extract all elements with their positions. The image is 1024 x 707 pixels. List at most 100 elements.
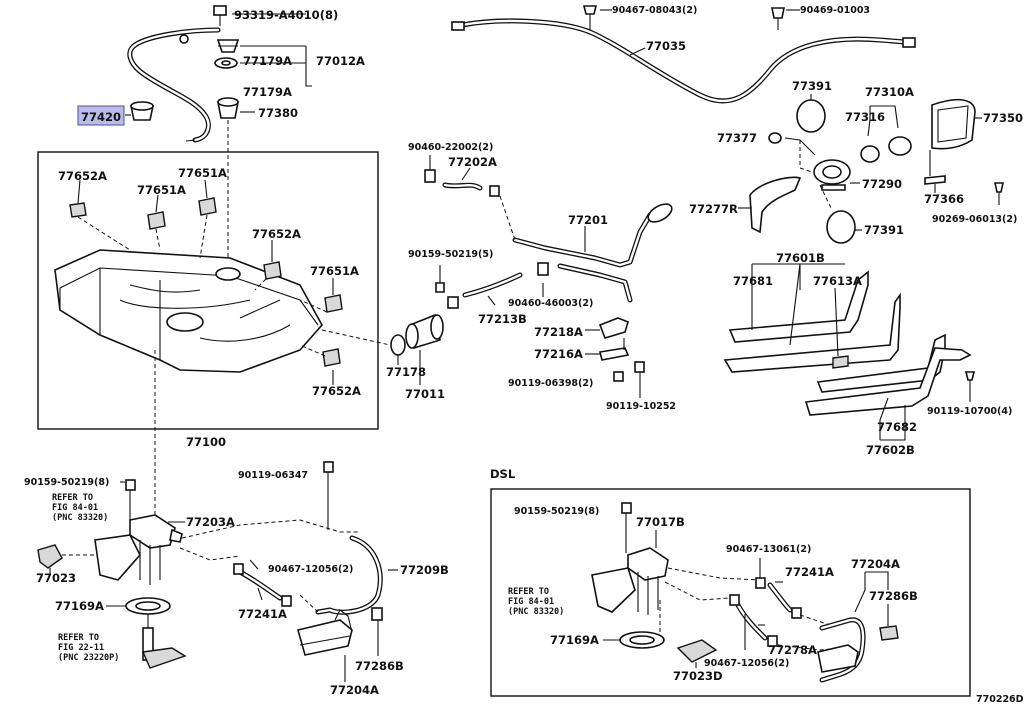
label-77391-2[interactable]: 77391: [864, 223, 904, 237]
part-labels: 93319-A4010(8) 77179A 77012A 77179A 7742…: [24, 5, 1024, 705]
label-77316[interactable]: 77316: [845, 110, 885, 124]
label-77218a[interactable]: 77218A: [534, 325, 583, 339]
label-77213b[interactable]: 77213B: [478, 312, 527, 326]
label-77391-1[interactable]: 77391: [792, 79, 832, 93]
label-77023[interactable]: 77023: [36, 571, 76, 585]
pump-unit: [141, 614, 187, 669]
note-refer-b-2: FIG 22-11: [58, 643, 104, 653]
label-77169a-1[interactable]: 77169A: [55, 599, 104, 613]
label-77216a[interactable]: 77216A: [534, 347, 583, 361]
vent-tube-assembly: [127, 27, 221, 143]
label-90119-06347[interactable]: 90119-06347: [238, 470, 308, 481]
dsl-gasket-77169a: [603, 631, 665, 649]
dsl-pump-bracket-77017b: [591, 502, 761, 640]
label-77201[interactable]: 77201: [568, 213, 608, 227]
label-90467-08043[interactable]: 90467-08043(2): [612, 5, 697, 16]
label-77377[interactable]: 77377: [717, 131, 757, 145]
grommet-77380: [217, 97, 239, 119]
label-77241a-1[interactable]: 77241A: [238, 607, 287, 621]
label-77651a-1[interactable]: 77651A: [178, 166, 227, 180]
label-77203a[interactable]: 77203A: [186, 515, 235, 529]
note-refer-a-3: (PNC 83320): [52, 513, 108, 523]
label-77350[interactable]: 77350: [983, 111, 1023, 125]
label-77169a-2[interactable]: 77169A: [550, 633, 599, 647]
label-77651a-2[interactable]: 77651A: [137, 183, 186, 197]
label-90467-13061[interactable]: 90467-13061(2): [726, 544, 811, 555]
label-90159-50219-5[interactable]: 90159-50219(5): [408, 249, 493, 260]
label-77613a[interactable]: 77613A: [813, 274, 862, 288]
label-77652a-1[interactable]: 77652A: [58, 169, 107, 183]
label-77202a[interactable]: 77202A: [448, 155, 497, 169]
grommet-77179a-lower: [214, 57, 238, 69]
label-77681[interactable]: 77681: [733, 274, 773, 288]
label-90469-01003[interactable]: 90469-01003: [800, 5, 870, 16]
brackets-77218a-77216a: [585, 317, 645, 398]
label-77012a[interactable]: 77012A: [316, 54, 365, 68]
diagram-id: 770226D: [976, 694, 1024, 705]
label-77652a-3[interactable]: 77652A: [312, 384, 361, 398]
grommet-77179a-upper: [216, 39, 240, 53]
dsl-box: [490, 488, 971, 697]
label-77179a-1[interactable]: 77179A: [243, 54, 292, 68]
fuel-tank-77100: [54, 249, 323, 373]
fuel-tank-box: [37, 151, 379, 430]
label-77017b[interactable]: 77017B: [636, 515, 685, 529]
note-refer-a-1: REFER TO: [52, 493, 93, 503]
dsl-hoses: [729, 558, 846, 651]
label-77290[interactable]: 77290: [862, 177, 902, 191]
label-90467-12056-b[interactable]: 90467-12056(2): [704, 658, 789, 669]
label-90269-06013[interactable]: 90269-06013(2): [932, 214, 1017, 225]
label-77286b-1[interactable]: 77286B: [355, 659, 404, 673]
filler-cap-assembly: [768, 94, 912, 244]
grommet-77420: [130, 101, 154, 121]
dsl-sender-77023d: [676, 639, 718, 668]
label-77178[interactable]: 77178: [386, 365, 426, 379]
label-90460-22002[interactable]: 90460-22002(2): [408, 142, 493, 153]
label-77011[interactable]: 77011: [405, 387, 445, 401]
note-refer-b-1: REFER TO: [58, 633, 99, 643]
bracket-77204a-a: [297, 461, 383, 682]
label-77035[interactable]: 77035: [646, 39, 686, 53]
label-90467-12056-a[interactable]: 90467-12056(2): [268, 564, 353, 575]
label-77682[interactable]: 77682: [877, 420, 917, 434]
note-refer-b-3: (PNC 23220P): [58, 653, 119, 663]
label-90460-46003[interactable]: 90460-46003(2): [508, 298, 593, 309]
pump-bracket-77203a: [94, 479, 360, 585]
note-refer-c-3: (PNC 83320): [508, 607, 564, 617]
label-90119-10700[interactable]: 90119-10700(4): [927, 406, 1012, 417]
note-refer-a-2: FIG 84-01: [52, 503, 98, 513]
hose-77213b: [447, 262, 549, 309]
label-77023d[interactable]: 77023D: [673, 669, 723, 683]
label-77380[interactable]: 77380: [258, 106, 298, 120]
label-77277r[interactable]: 77277R: [689, 202, 738, 216]
label-77209b[interactable]: 77209B: [400, 563, 449, 577]
label-77204a-1[interactable]: 77204A: [330, 683, 379, 697]
label-93319[interactable]: 93319-A4010(8): [234, 8, 338, 22]
label-77204a-2[interactable]: 77204A: [851, 557, 900, 571]
label-77310a[interactable]: 77310A: [865, 85, 914, 99]
label-77652a-2[interactable]: 77652A: [252, 227, 301, 241]
label-77602b[interactable]: 77602B: [866, 443, 915, 457]
label-77651a-3[interactable]: 77651A: [310, 264, 359, 278]
label-90159-50219-8b[interactable]: 90159-50219(8): [514, 506, 599, 517]
pads-and-bands: [69, 197, 343, 367]
label-90119-06398[interactable]: 90119-06398(2): [508, 378, 593, 389]
label-77601b[interactable]: 77601B: [776, 251, 825, 265]
sender-77023: [37, 544, 95, 574]
label-77366[interactable]: 77366: [924, 192, 964, 206]
section-label-dsl: DSL: [490, 467, 516, 481]
label-77286b-2[interactable]: 77286B: [869, 589, 918, 603]
label-77278a[interactable]: 77278A: [768, 643, 817, 657]
label-77420[interactable]: 77420: [81, 110, 121, 124]
note-refer-c-2: FIG 84-01: [508, 597, 554, 607]
fuel-door-77350: [924, 98, 1004, 205]
label-77100[interactable]: 77100: [186, 435, 226, 449]
label-77241a-2[interactable]: 77241A: [785, 565, 834, 579]
label-90159-50219-8a[interactable]: 90159-50219(8): [24, 477, 109, 488]
filler-neck-77011: [390, 265, 445, 385]
label-90119-10252[interactable]: 90119-10252: [606, 401, 676, 412]
label-77179a-2[interactable]: 77179A: [243, 85, 292, 99]
note-refer-c-1: REFER TO: [508, 587, 549, 597]
